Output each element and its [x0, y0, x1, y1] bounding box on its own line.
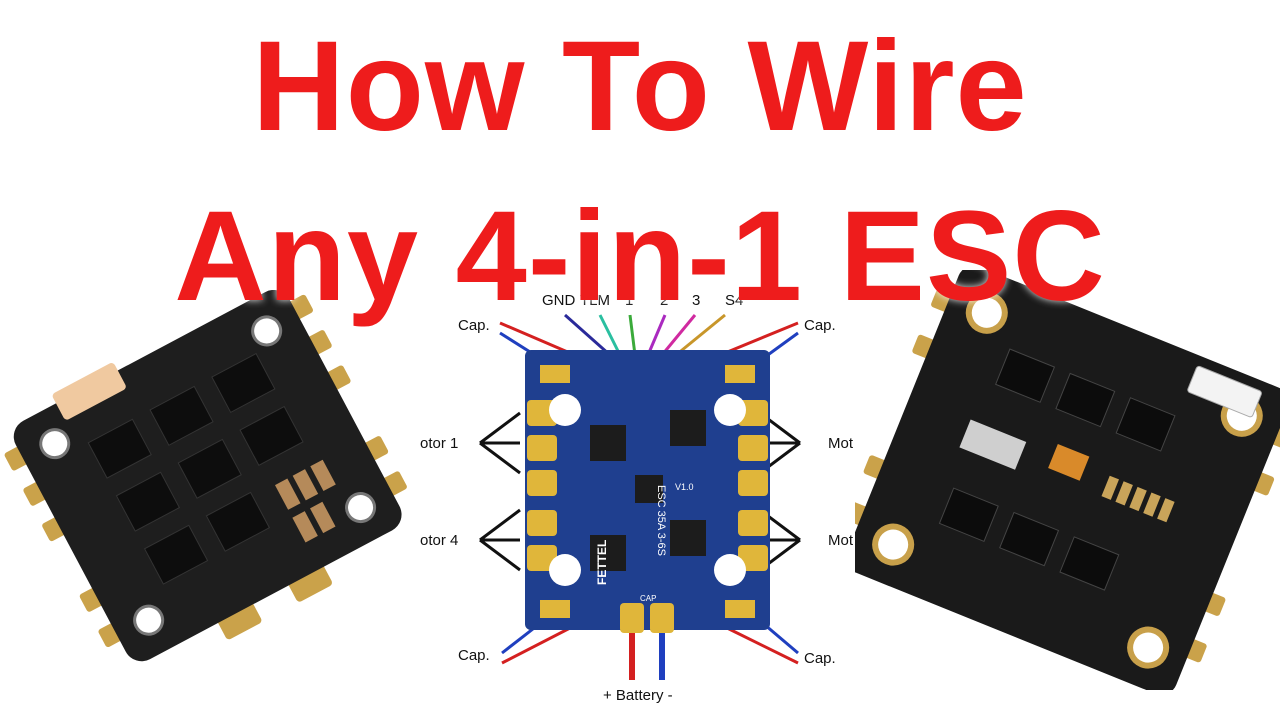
cap-label-top-right: Cap. — [804, 317, 836, 334]
signal-label-2: 2 — [660, 292, 668, 309]
left-esc-board-image — [4, 290, 407, 662]
s3-wire — [660, 314, 697, 356]
cap-label-bottom-right: Cap. — [804, 650, 836, 667]
signal-label-gnd: GND — [542, 292, 576, 309]
cap-label-bottom-left: Cap. — [458, 647, 490, 664]
motor-label-right-bottom: Mot — [828, 532, 854, 549]
cap-wire-tr-blue — [764, 331, 799, 359]
cap-wire-bl-red — [501, 625, 573, 665]
cap-wire-br-red — [724, 625, 799, 665]
title-line-1: How To Wire — [252, 15, 1028, 158]
gnd-wire — [564, 313, 611, 357]
motor1-wires — [479, 411, 521, 475]
battery-label: + Battery - — [603, 687, 673, 704]
s4-wire — [675, 313, 726, 357]
s2-wire — [646, 314, 667, 356]
cap-wire-tl-red — [499, 321, 571, 355]
signal-label-s4: S4 — [725, 292, 743, 309]
s1-wire — [628, 314, 637, 356]
motor-label-left-bottom: otor 4 — [420, 532, 458, 549]
wiring-diagram: ESC 35A 3-6S V1.0 FETTEL CAP GND TLM 1 2… — [420, 292, 854, 704]
right-esc-board-image — [855, 270, 1280, 690]
pcb-model-text: ESC 35A 3-6S — [655, 485, 667, 556]
motor4-wires — [479, 508, 521, 572]
cap-wire-br-blue — [764, 623, 799, 655]
motor-label-right-top: Mot — [828, 435, 854, 452]
tlm-wire — [598, 314, 622, 356]
cap-label-top-left: Cap. — [458, 317, 490, 334]
pcb-brand-text: FETTEL — [595, 540, 609, 585]
title-line-2: Any 4-in-1 ESC — [174, 185, 1106, 328]
pcb-cap-pad-text: CAP — [640, 594, 656, 603]
pcb-version-text: V1.0 — [675, 482, 694, 492]
signal-label-tlm: TLM — [580, 292, 610, 309]
motor-label-left-top: otor 1 — [420, 435, 458, 452]
signal-label-3: 3 — [692, 292, 700, 309]
signal-label-1: 1 — [625, 292, 633, 309]
cap-wire-tr-red — [724, 321, 799, 355]
